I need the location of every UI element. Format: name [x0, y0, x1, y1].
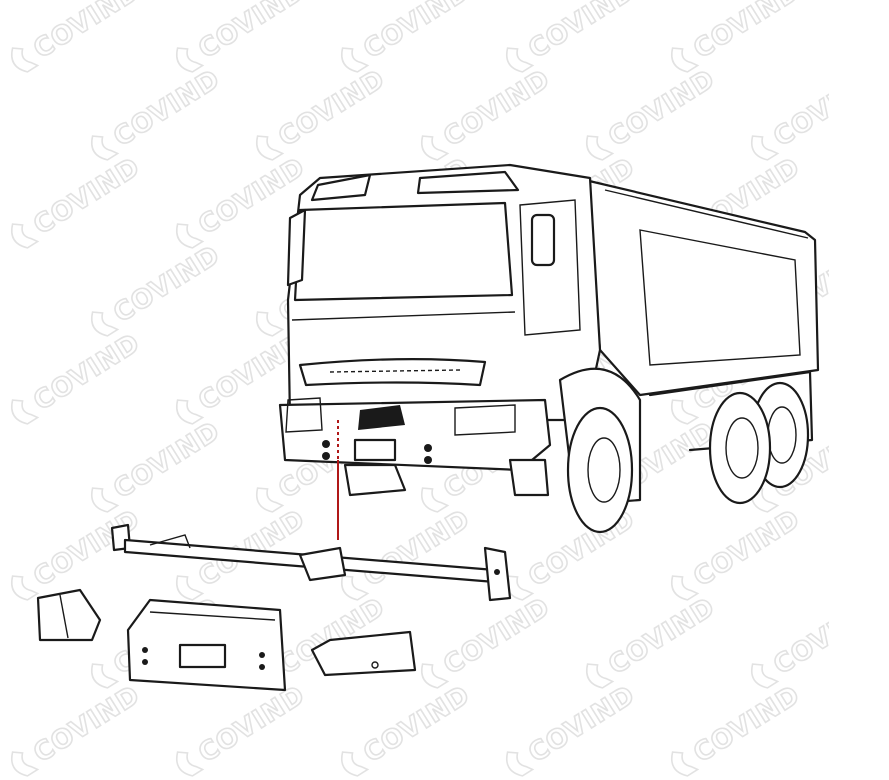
- windshield: [293, 201, 514, 302]
- mirror: [530, 213, 556, 267]
- right-bumper-corner: [310, 630, 417, 677]
- rear-wheels: [708, 381, 810, 505]
- center-bumper-section: [126, 598, 287, 692]
- cab: [286, 163, 602, 422]
- tow-bar: [110, 523, 512, 602]
- right-margin: [829, 0, 889, 780]
- left-bumper-corner: [36, 588, 102, 642]
- front-wheel: [558, 367, 642, 534]
- grille: [298, 358, 487, 387]
- door-window: [519, 199, 581, 336]
- front-bumper: [278, 397, 552, 497]
